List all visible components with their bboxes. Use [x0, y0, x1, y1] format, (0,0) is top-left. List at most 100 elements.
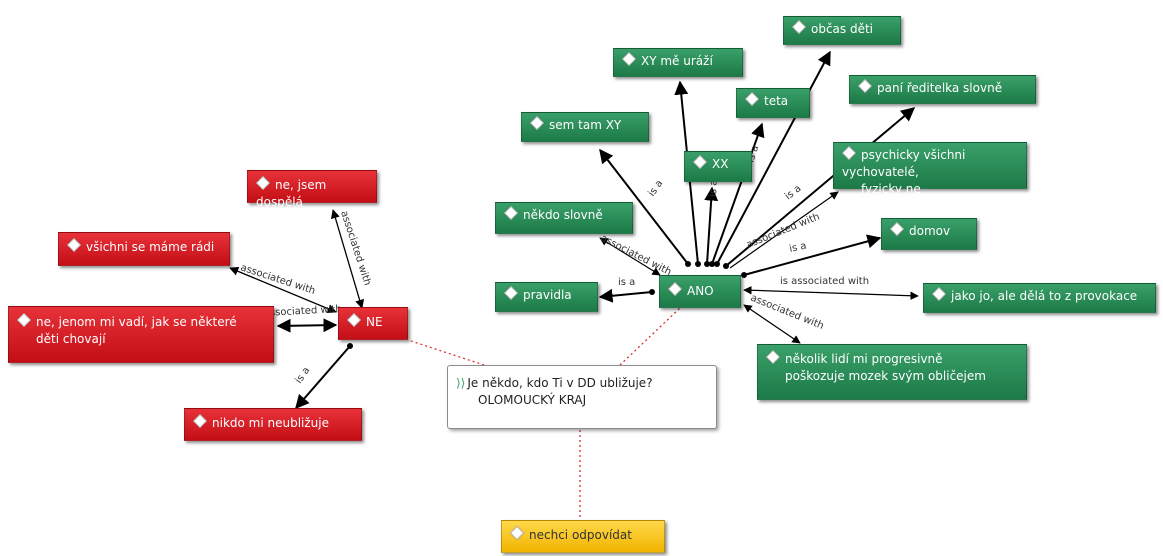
edge-anchor-dot: [347, 343, 353, 349]
node-jako-jo[interactable]: jako jo, ale dělá to z provokace: [923, 283, 1156, 313]
diamond-icon: [889, 221, 905, 237]
node-nekdo-slovne[interactable]: někdo slovně: [495, 202, 633, 234]
node-label-line1: ne, jenom mi vadí, jak se některé: [36, 315, 237, 329]
edge-anchor-dot: [741, 272, 747, 278]
edge-label-is-a: is a: [708, 179, 720, 197]
root-question-node[interactable]: ⟩⟩Je někdo, kdo Ti v DD ubližuje? OLOMOU…: [447, 365, 717, 429]
edge-nekolik: [743, 304, 801, 344]
node-teta[interactable]: teta: [736, 88, 810, 118]
diamond-icon: [66, 237, 82, 253]
edge-label-associated: associated with: [338, 210, 373, 287]
node-label: všichni se máme rádi: [86, 240, 215, 254]
node-label: NE: [366, 315, 383, 329]
node-xy-me-urazi[interactable]: XY mě uráží: [613, 48, 743, 77]
diamond-icon: [744, 91, 760, 107]
edge-anchor-dot: [723, 263, 729, 269]
node-ano[interactable]: ANO: [659, 275, 741, 308]
edge-label-associated: associated with: [599, 233, 673, 278]
edge-domov: [743, 234, 882, 276]
node-pravidla[interactable]: pravidla: [495, 282, 598, 312]
node-label: ANO: [687, 284, 714, 298]
diamond-icon: [667, 281, 683, 297]
edge-anchor-dot: [685, 261, 691, 267]
diamond-icon: [857, 78, 873, 94]
diamond-icon: [841, 145, 857, 161]
diamond-icon: [692, 154, 708, 170]
edge-label-is-a: is a: [618, 277, 635, 288]
node-label: ne, jsem dospělá: [256, 178, 327, 209]
edge-anchor-dot: [695, 261, 701, 267]
diamond-icon: [346, 312, 362, 328]
edge-anchor-dot: [704, 261, 710, 267]
diamond-icon: [791, 19, 807, 35]
edge-label-is-a: is a: [293, 365, 312, 385]
node-label: nikdo mi neubližuje: [212, 416, 329, 430]
diamond-icon: [509, 525, 525, 541]
edge-pravidla: [598, 288, 653, 303]
node-vsichni-se-mame-radi[interactable]: všichni se máme rádi: [58, 232, 230, 266]
node-label: nechci odpovídat: [529, 528, 632, 542]
node-pani-reditelka[interactable]: paní ředitelka slovně: [849, 75, 1036, 104]
edge-label-is-associated: is associated with: [780, 276, 869, 287]
node-psychicky[interactable]: psychicky všichni vychovatelé, fyzicky n…: [833, 142, 1027, 196]
node-label: pravidla: [523, 288, 572, 302]
node-nikdo-mi-neublizuje[interactable]: nikdo mi neubližuje: [184, 408, 362, 441]
diamond-icon: [529, 115, 545, 131]
edge-jako-jo: [743, 286, 919, 300]
node-label: XX: [712, 157, 729, 171]
diamond-icon: [931, 286, 947, 302]
node-label-line2: fyzicky ne: [861, 182, 921, 196]
edge-jenom: [276, 318, 338, 333]
node-label: někdo slovně: [523, 208, 603, 222]
node-label: domov: [909, 224, 951, 238]
root-connectors: [407, 307, 681, 522]
node-label: občas děti: [811, 22, 874, 36]
ne-edges: [229, 209, 365, 410]
diamond-icon: [192, 413, 208, 429]
edge-psychicky: [729, 191, 839, 269]
root-region-text: OLOMOUCKÝ KRAJ: [478, 393, 587, 407]
edge-obcas: [716, 50, 831, 265]
node-label-line1: psychicky všichni vychovatelé,: [842, 148, 966, 179]
edge-label-is-a: is a: [783, 183, 803, 202]
node-domov[interactable]: domov: [881, 218, 977, 250]
node-label: jako jo, ale dělá to z provokace: [951, 289, 1138, 303]
node-nekolik-lidi[interactable]: několik lidí mi progresivně poškozuje mo…: [757, 344, 1027, 400]
node-ne-jsem-dospela[interactable]: ne, jsem dospělá: [247, 170, 377, 209]
edge-xx: [704, 186, 719, 265]
node-ne[interactable]: NE: [338, 307, 408, 340]
diamond-icon: [16, 312, 32, 328]
edge-anchor-dot: [649, 289, 655, 295]
edge-anchor-dot: [709, 261, 715, 267]
node-label: teta: [764, 94, 789, 108]
connector-ne: [407, 339, 485, 366]
ano-edge-dots: [649, 261, 747, 295]
root-question-text: Je někdo, kdo Ti v DD ubližuje?: [467, 376, 653, 390]
node-label: paní ředitelka slovně: [877, 81, 1003, 95]
node-nechci-odpovidat[interactable]: nechci odpovídat: [501, 520, 665, 553]
edge-teta: [711, 122, 765, 265]
diamond-icon: [621, 51, 637, 67]
ano-edges: [598, 50, 919, 344]
edge-nekdo: [599, 237, 661, 276]
diamond-icon: [503, 205, 519, 221]
node-label: XY mě uráží: [641, 54, 713, 68]
diamond-icon: [765, 349, 781, 365]
diamond-icon: [503, 285, 519, 301]
edge-sem-tam: [599, 148, 689, 265]
edge-label-is-a: is a: [646, 178, 665, 198]
node-label: sem tam XY: [549, 118, 622, 132]
node-ne-jenom-mi-vadi[interactable]: ne, jenom mi vadí, jak se některé děti c…: [8, 306, 274, 363]
edge-anchor-dot: [714, 261, 720, 267]
node-label-line1: několik lidí mi progresivně: [785, 352, 943, 366]
edge-radi: [229, 266, 337, 314]
edge-dospela: [330, 209, 365, 309]
node-sem-tam-xy[interactable]: sem tam XY: [521, 112, 649, 142]
node-xx[interactable]: XX: [684, 151, 752, 182]
question-mark-icon: ⟩⟩: [456, 376, 466, 390]
edge-reditelka: [725, 107, 916, 267]
edge-label-is-a: is a: [788, 241, 807, 255]
connector-ano: [619, 307, 681, 366]
node-obcas-deti[interactable]: občas děti: [783, 16, 901, 45]
